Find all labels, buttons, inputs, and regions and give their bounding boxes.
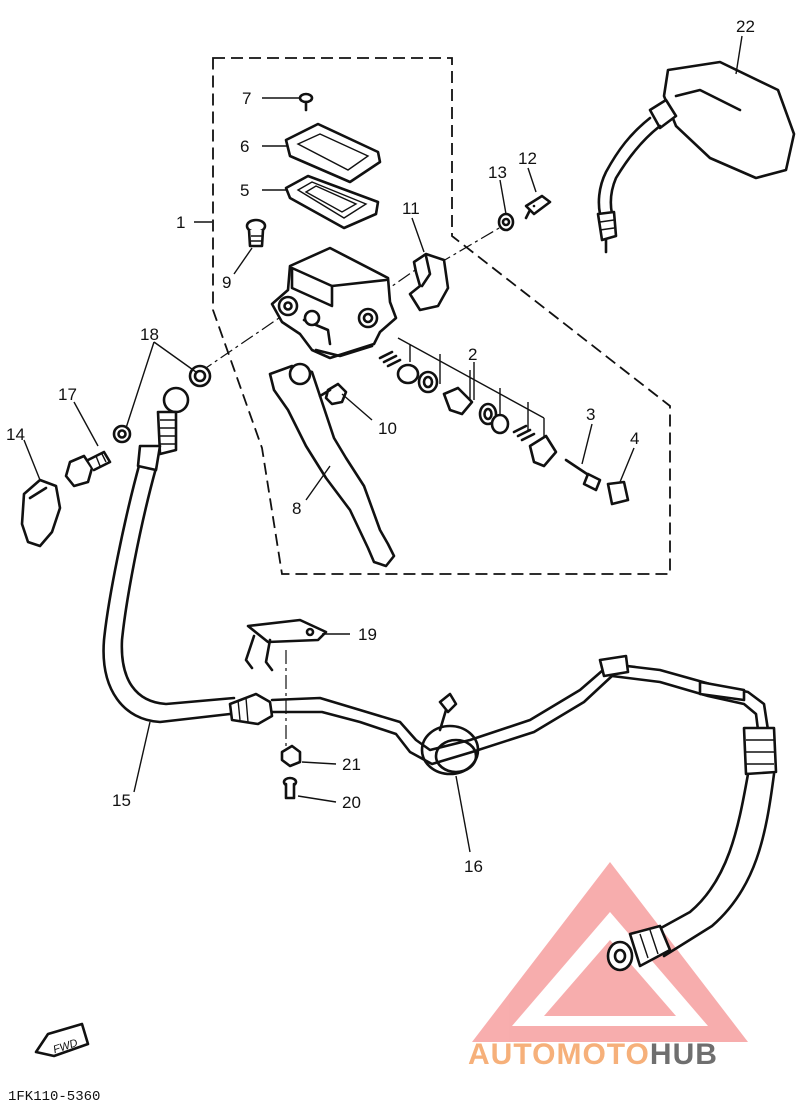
washer-part-18 bbox=[112, 364, 212, 444]
callout-12: 12 bbox=[518, 149, 537, 168]
hose-clip-part-16 bbox=[420, 692, 480, 776]
callout-20: 20 bbox=[342, 793, 361, 812]
callout-8: 8 bbox=[292, 499, 301, 518]
bolt-part-12 bbox=[524, 194, 552, 220]
callout-5: 5 bbox=[240, 181, 249, 200]
diaphragm-part-5 bbox=[284, 174, 380, 230]
pushrod-part-3 bbox=[564, 458, 602, 492]
clutch-lever-part-8 bbox=[268, 362, 396, 568]
clutch-pipe bbox=[270, 654, 778, 972]
callout-11: 11 bbox=[402, 199, 420, 218]
callout-14: 14 bbox=[6, 425, 25, 444]
callout-13: 13 bbox=[488, 163, 507, 182]
callout-3: 3 bbox=[586, 405, 595, 424]
master-cylinder-body bbox=[270, 246, 398, 360]
dust-cap-part-4 bbox=[606, 480, 630, 506]
watermark-brand-part1: AUTOMOTO bbox=[468, 1038, 650, 1071]
callout-9: 9 bbox=[222, 273, 231, 292]
union-bolt-part-17 bbox=[64, 450, 112, 488]
callout-2: 2 bbox=[468, 345, 477, 364]
piston-kit-part-2 bbox=[378, 337, 558, 468]
screw-part-7 bbox=[298, 92, 314, 112]
direction-badge: FWD bbox=[34, 1022, 90, 1058]
hose-clamp-part-19 bbox=[244, 618, 328, 672]
forward-arrow-icon bbox=[34, 1022, 90, 1058]
callout-7: 7 bbox=[242, 89, 251, 108]
reservoir-cap-part-6 bbox=[284, 122, 382, 184]
watermark-brand-part2: HUB bbox=[650, 1038, 718, 1071]
leader-lines bbox=[23, 35, 743, 853]
callout-4: 4 bbox=[630, 429, 639, 448]
assembly-group-outline bbox=[212, 57, 671, 575]
callout-labels: 7 6 5 1 9 11 13 12 18 17 14 2 3 4 10 8 2… bbox=[6, 17, 755, 876]
watermark-brand: AUTOMOTOHUB bbox=[468, 1038, 718, 1071]
callout-21: 21 bbox=[342, 755, 361, 774]
callout-17: 17 bbox=[58, 385, 77, 404]
callout-19: 19 bbox=[358, 625, 377, 644]
rubber-boot-part-14 bbox=[20, 478, 62, 548]
callout-22: 22 bbox=[736, 17, 755, 36]
clutch-hose-part-15 bbox=[102, 386, 274, 726]
drawing-code: 1FK110-5360 bbox=[8, 1089, 100, 1105]
banjo-bolt-part-9 bbox=[245, 218, 267, 248]
bolt-part-20 bbox=[282, 776, 298, 800]
pivot-nut-part-10 bbox=[324, 382, 348, 406]
callout-10: 10 bbox=[378, 419, 397, 438]
nut-part-21 bbox=[280, 744, 302, 768]
nut-part-13 bbox=[497, 212, 515, 232]
callout-18: 18 bbox=[140, 325, 159, 344]
clamp-bracket-part-11 bbox=[408, 252, 450, 312]
mirror-part-22 bbox=[596, 60, 796, 254]
callout-15: 15 bbox=[112, 791, 131, 810]
callout-1: 1 bbox=[176, 213, 185, 232]
callout-6: 6 bbox=[240, 137, 249, 156]
callout-16: 16 bbox=[464, 857, 483, 876]
